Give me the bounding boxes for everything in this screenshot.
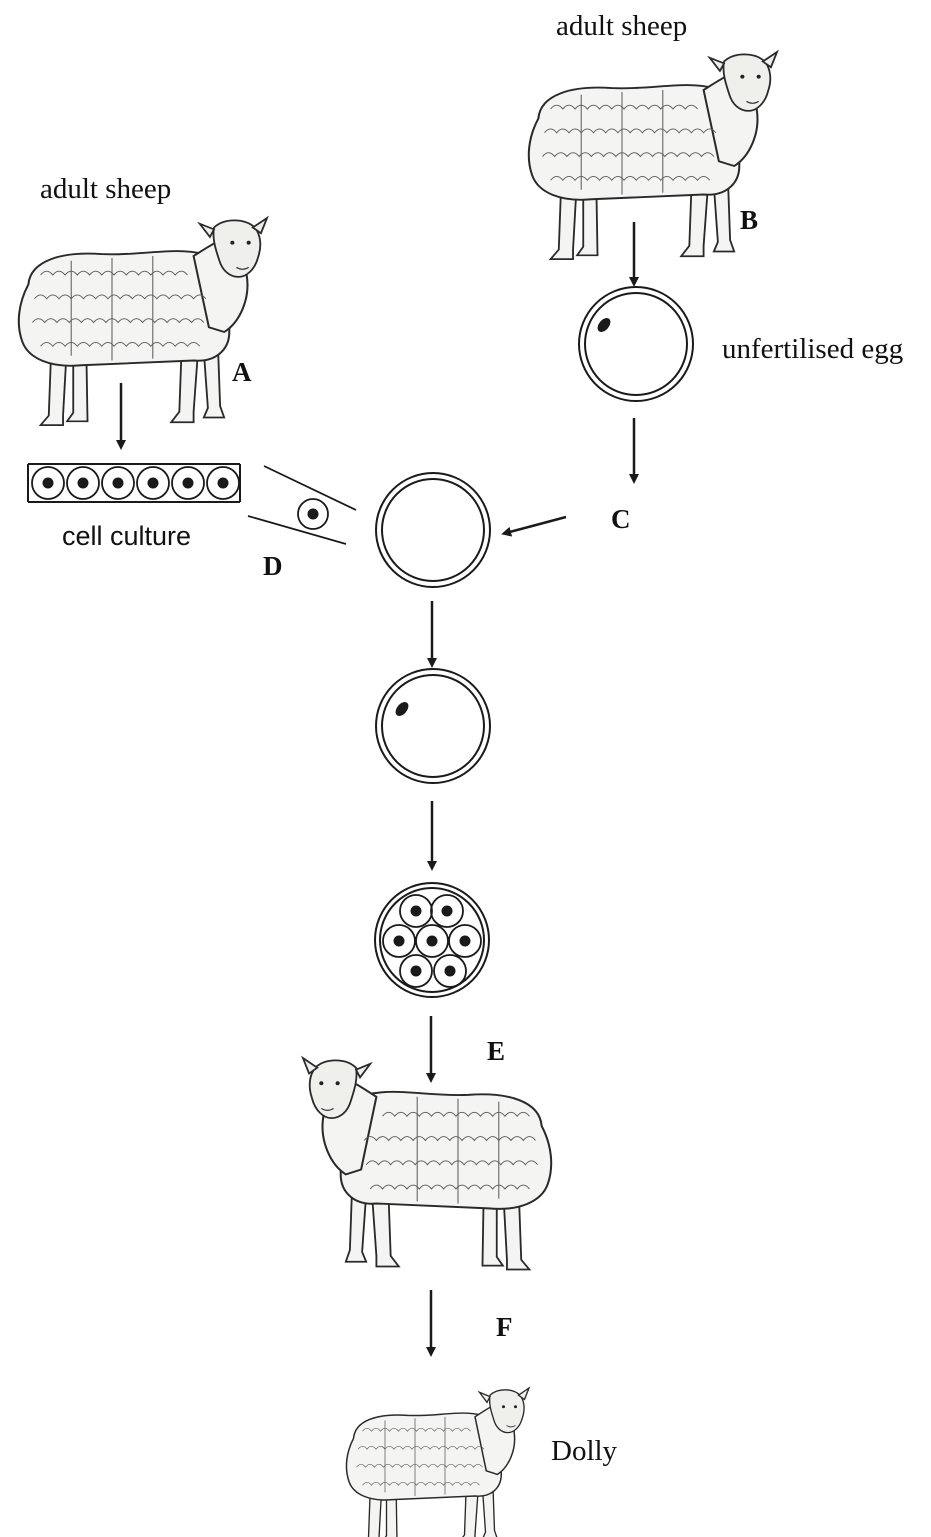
culture-cell bbox=[66, 466, 100, 500]
fused-egg-icon bbox=[375, 668, 491, 784]
culture-cell bbox=[136, 466, 170, 500]
culture-cell bbox=[206, 466, 240, 500]
surrogate-sheep-icon bbox=[301, 1056, 553, 1271]
nucleus-icon bbox=[307, 508, 319, 520]
nucleus-icon bbox=[395, 702, 409, 716]
label-step-d: D bbox=[263, 551, 283, 581]
nucleus-icon bbox=[182, 477, 194, 489]
nucleus-icon bbox=[441, 905, 453, 917]
label-cell-culture: cell culture bbox=[62, 521, 191, 551]
label-adult-sheep-left: adult sheep bbox=[40, 173, 171, 205]
nucleus-icon bbox=[410, 905, 422, 917]
embryo-cell bbox=[399, 954, 433, 988]
nucleus-icon bbox=[459, 935, 471, 947]
enucleated-egg-icon bbox=[375, 472, 491, 588]
embryo-cell bbox=[399, 894, 433, 928]
embryo-cell bbox=[430, 894, 464, 928]
embryo-cell bbox=[433, 954, 467, 988]
pipette-cell-transfer bbox=[247, 465, 357, 545]
nucleus-icon bbox=[147, 477, 159, 489]
embryo-cell bbox=[448, 924, 482, 958]
culture-cell bbox=[101, 466, 135, 500]
nucleus-icon bbox=[42, 477, 54, 489]
cell-culture-icon bbox=[27, 463, 241, 503]
label-step-c: C bbox=[611, 504, 631, 534]
nucleus-icon bbox=[393, 935, 405, 947]
label-adult-sheep-right: adult sheep bbox=[556, 10, 687, 42]
label-dolly: Dolly bbox=[551, 1435, 618, 1467]
embryo-icon bbox=[374, 882, 490, 998]
sheep-a-icon bbox=[17, 216, 269, 427]
embryo-cell bbox=[415, 924, 449, 958]
label-step-f: F bbox=[496, 1312, 513, 1342]
label-sheep-a: A bbox=[232, 357, 252, 387]
nucleus-icon bbox=[112, 477, 124, 489]
embryo-cell bbox=[382, 924, 416, 958]
nucleus-icon bbox=[77, 477, 89, 489]
nucleus-icon bbox=[410, 965, 422, 977]
nucleus-icon bbox=[444, 965, 456, 977]
unfertilised-egg-icon bbox=[578, 286, 694, 402]
label-sheep-b: B bbox=[740, 205, 758, 235]
label-unfertilised-egg: unfertilised egg bbox=[722, 333, 903, 365]
dolly-sheep-icon bbox=[345, 1387, 530, 1537]
nucleus-icon bbox=[426, 935, 438, 947]
culture-cell bbox=[171, 466, 205, 500]
label-step-e: E bbox=[487, 1036, 505, 1066]
nucleus-icon bbox=[597, 318, 611, 332]
arrow-c-to-egg bbox=[501, 515, 567, 537]
culture-cell bbox=[31, 466, 65, 500]
nucleus-icon bbox=[217, 477, 229, 489]
